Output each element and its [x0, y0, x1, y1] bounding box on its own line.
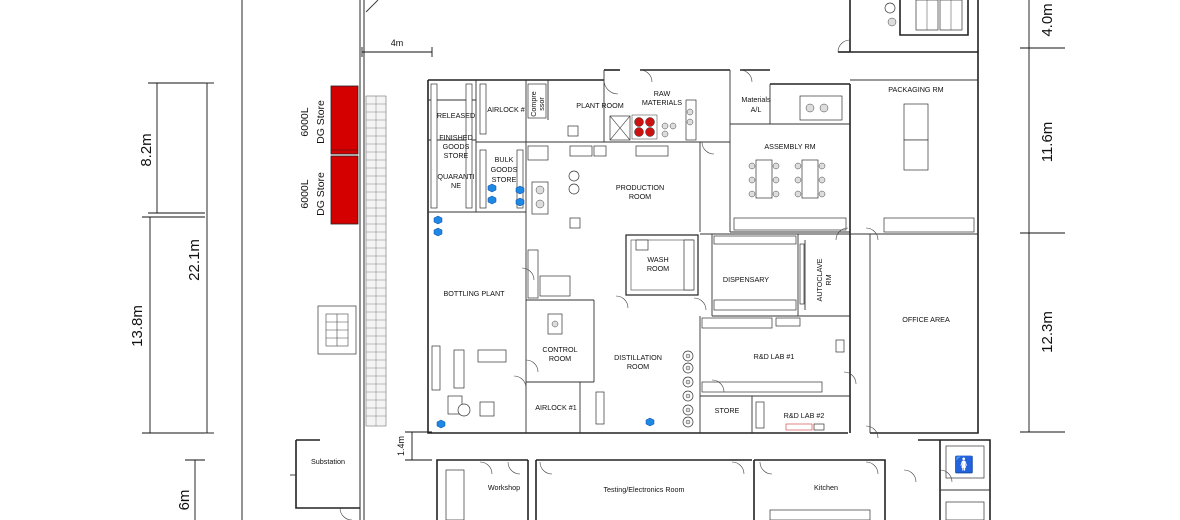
doors [339, 39, 953, 520]
dg-store-bottom-name: DG Store [315, 172, 327, 216]
label-bulk-goods-1: BULK [495, 155, 514, 164]
storage-racks [365, 95, 387, 427]
dg-store-top: 6000L DG Store [299, 85, 359, 155]
label-control-room-2: ROOM [549, 354, 571, 363]
label-assembly-rm: ASSEMBLY RM [764, 142, 815, 151]
label-office-area: OFFICE AREA [902, 315, 950, 324]
dimension-1-4m-label: 1.4m [396, 436, 406, 456]
label-rd-lab-1: R&D LAB #1 [754, 352, 795, 361]
blue-drums [433, 183, 655, 429]
label-airlock-hash: AIRLOCK # [487, 105, 525, 114]
label-distillation-room-1: DISTILLATION [614, 353, 662, 362]
dimension-11-6m-label: 11.6m [1039, 122, 1056, 163]
label-finished-goods-1: FINISHED [439, 133, 473, 142]
svg-text:🚺: 🚺 [954, 455, 974, 474]
label-rd-lab-2: R&D LAB #2 [784, 411, 825, 420]
label-compressor-2: ssor [537, 97, 546, 111]
equipment: 🚺 [430, 0, 985, 520]
label-quarantine-1: QUARANTI [437, 172, 474, 181]
dg-store-bottom: 6000L DG Store [299, 155, 359, 225]
label-packaging-rm: PACKAGING RM [888, 85, 943, 94]
label-airlock-1: AIRLOCK #1 [535, 403, 577, 412]
distillation-stills [682, 350, 694, 428]
dimension-lines: 4m 8.2m 13.8m 22.1m 6m 1.4m 4.0m 11.6m [129, 0, 1065, 520]
dimension-22-1m-label: 22.1m [186, 239, 203, 281]
dimension-4-0m-label: 4.0m [1039, 3, 1056, 36]
dg-store-bottom-capacity: 6000L [299, 179, 311, 208]
dg-store-top-capacity: 6000L [299, 107, 311, 136]
label-dispensary: DISPENSARY [723, 275, 769, 284]
label-materials-al-2: A/L [751, 105, 762, 114]
label-bulk-goods-2: GOODS [491, 165, 518, 174]
label-autoclave-rm-1: AUTOCLAVE [815, 258, 824, 301]
dimension-4m-label: 4m [391, 38, 404, 48]
lower-building [290, 439, 991, 520]
label-quarantine-2: NE [451, 181, 461, 190]
label-workshop: Workshop [488, 483, 520, 492]
label-testing-electronics: Testing/Electronics Room [603, 485, 684, 494]
label-released: RELEASED [437, 111, 475, 120]
label-production-room-2: ROOM [629, 192, 651, 201]
label-production-room-1: PRODUCTION [616, 183, 664, 192]
label-wash-room-1: WASH [647, 255, 668, 264]
label-finished-goods-2: GOODS [443, 142, 470, 151]
dimension-12-3m-label: 12.3m [1039, 311, 1056, 353]
dimension-8-2m-label: 8.2m [138, 133, 155, 166]
dimension-6m-label: 6m [176, 490, 193, 511]
label-raw-materials-2: MATERIALS [642, 98, 682, 107]
dg-store-top-name: DG Store [315, 100, 327, 144]
label-bottling-plant: BOTTLING PLANT [443, 289, 505, 298]
walls [427, 0, 979, 434]
label-raw-materials-1: RAW [654, 89, 671, 98]
label-plant-room: PLANT ROOM [576, 101, 623, 110]
label-compressor-1: Compre [529, 91, 538, 117]
dimension-13-8m-label: 13.8m [129, 305, 146, 347]
label-kitchen: Kitchen [814, 483, 838, 492]
label-materials-al-1: Materials [741, 95, 771, 104]
label-store: STORE [715, 406, 740, 415]
outdoor-unit [317, 305, 357, 355]
label-finished-goods-3: STORE [444, 151, 469, 160]
label-bulk-goods-3: STORE [492, 175, 517, 184]
room-labels: RELEASED FINISHED GOODS STORE QUARANTI N… [311, 85, 950, 494]
label-autoclave-rm-2: RM [824, 274, 833, 285]
label-control-room-1: CONTROL [542, 345, 577, 354]
label-wash-room-2: ROOM [647, 264, 669, 273]
label-distillation-room-2: ROOM [627, 362, 649, 371]
label-substation: Substation [311, 457, 345, 466]
